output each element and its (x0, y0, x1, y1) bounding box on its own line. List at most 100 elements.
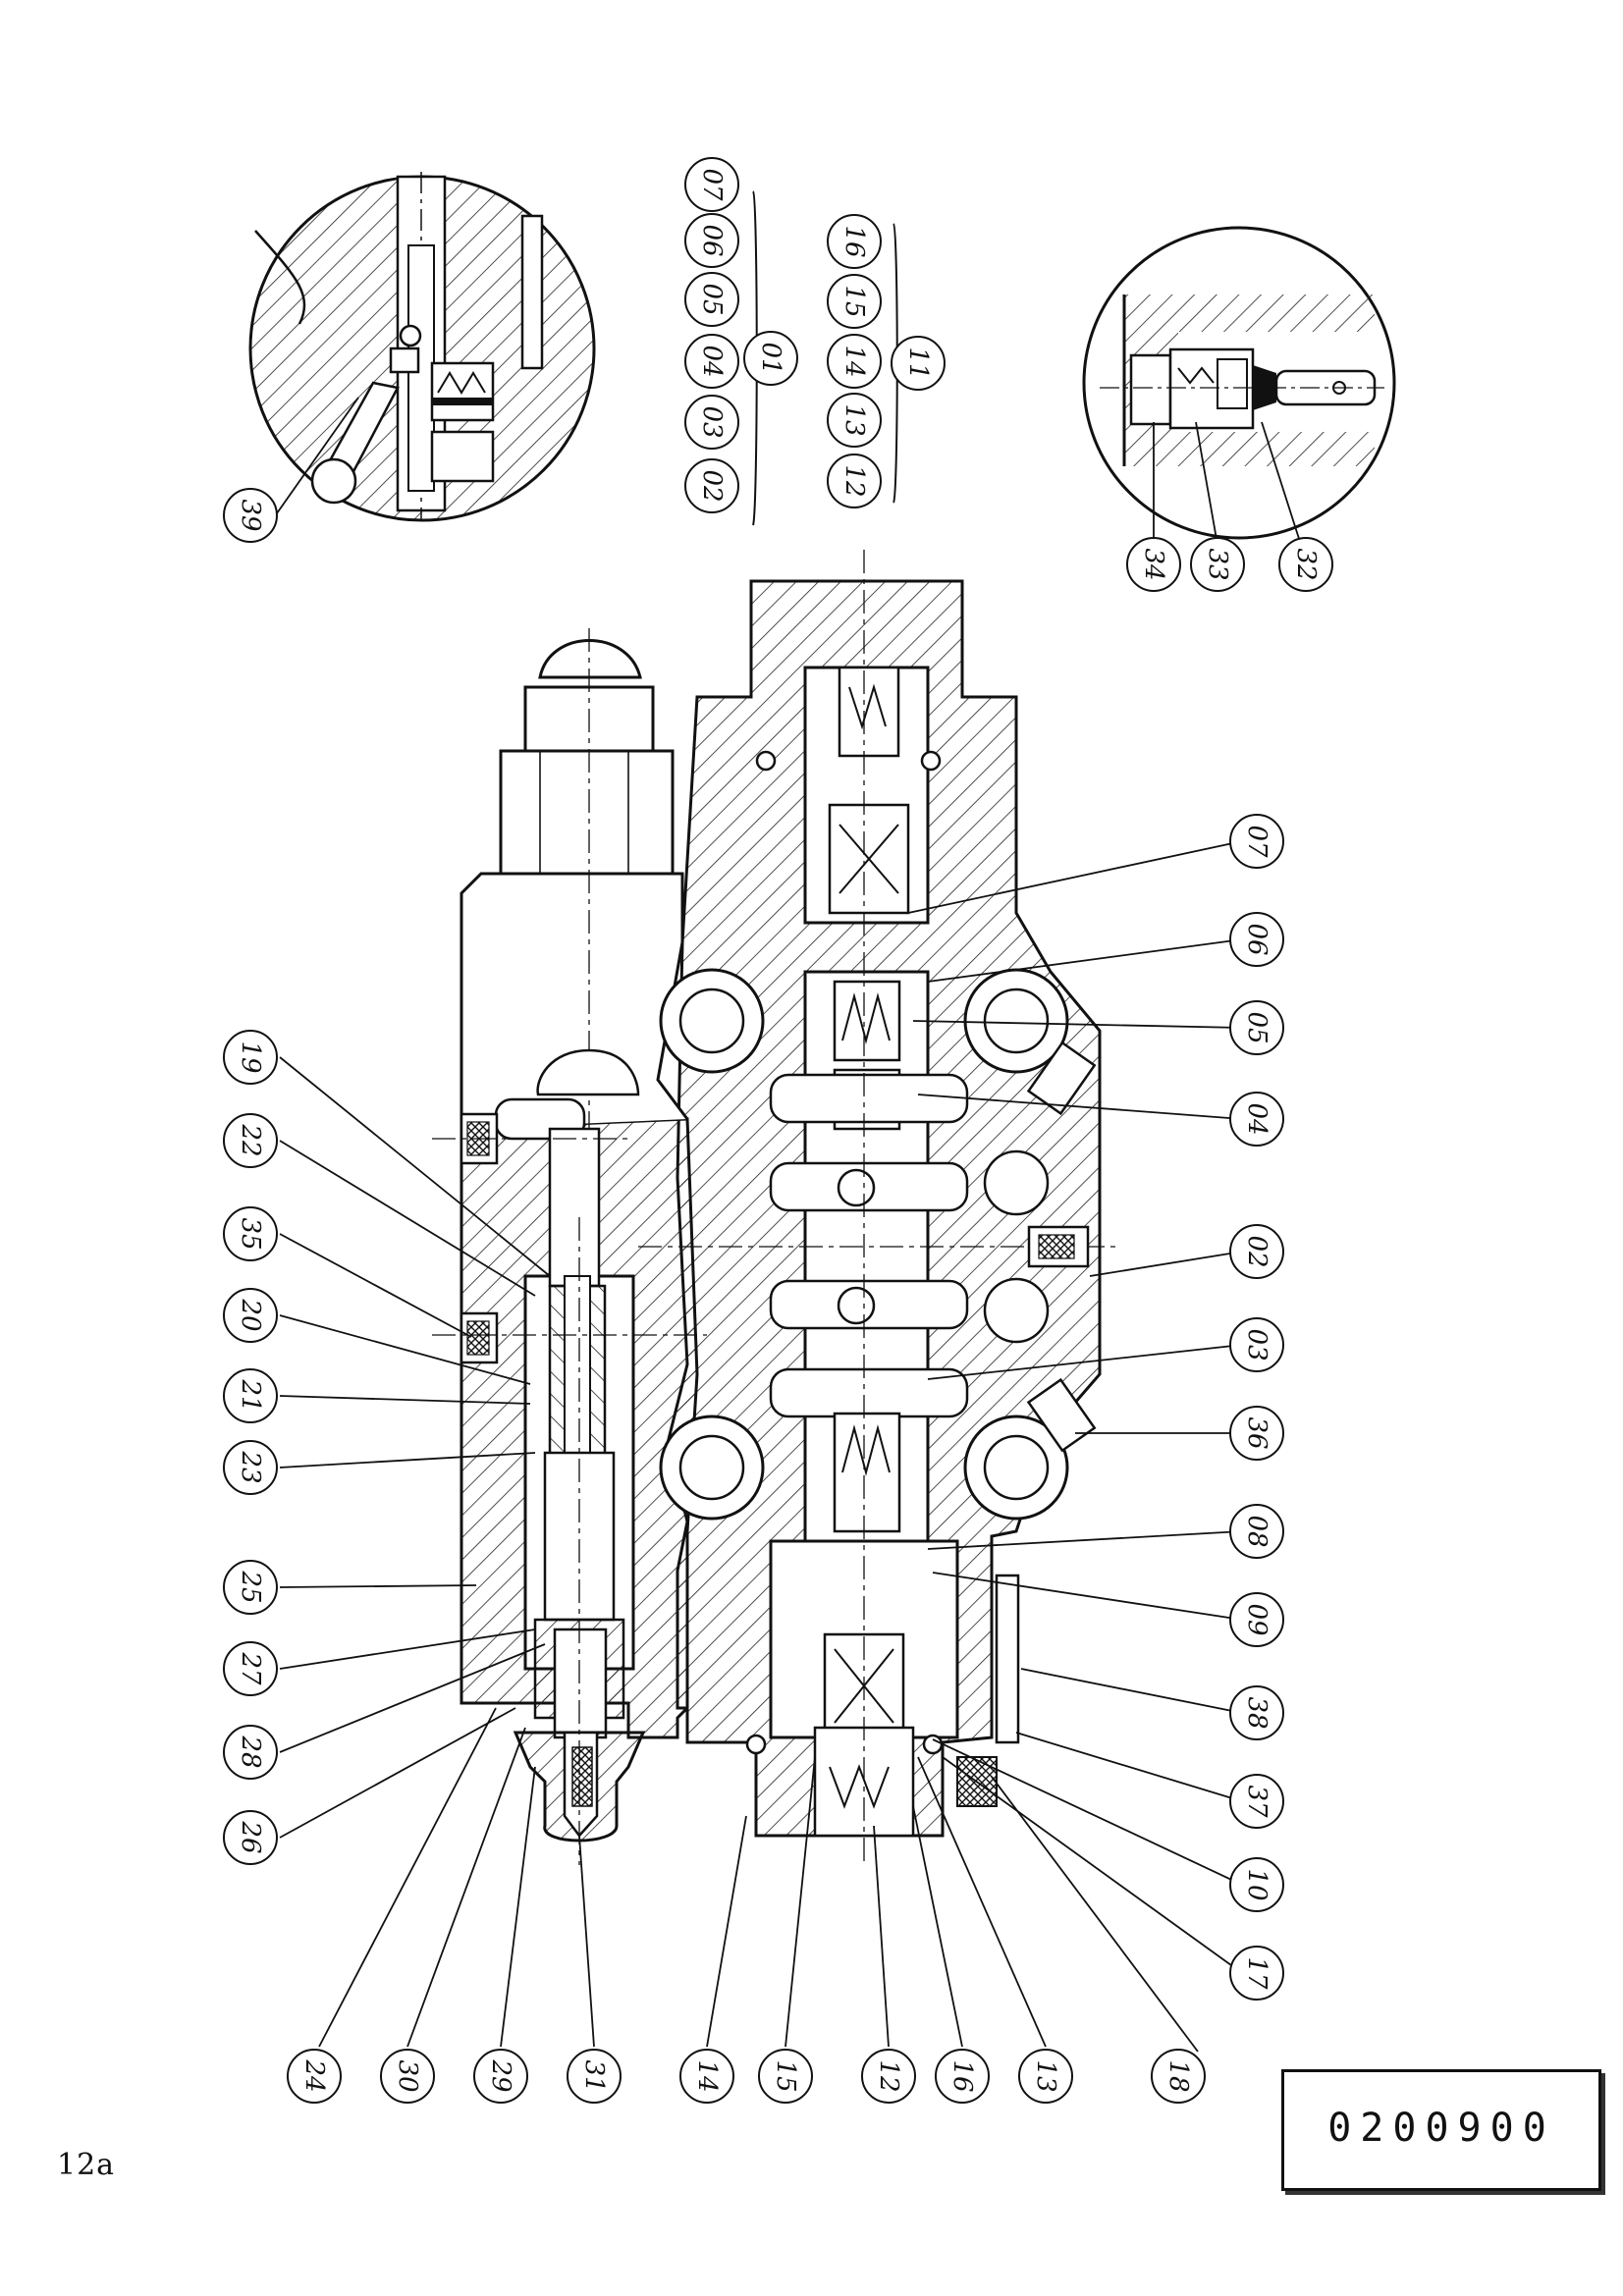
callout-r04: 04 (1229, 1092, 1284, 1147)
callout-r08: 08 (1229, 1504, 1284, 1559)
callout-circle (223, 1368, 278, 1423)
callout-l27: 27 (223, 1641, 278, 1696)
callout-label: 25 (236, 1570, 265, 1603)
leader-lines (279, 840, 1243, 2053)
callout-circle (1229, 1946, 1284, 2001)
callout-circle (743, 331, 798, 386)
callout-label: 20 (236, 1298, 265, 1331)
callout-label: 16 (947, 2059, 977, 2092)
callout-label: 30 (393, 2059, 422, 2092)
callout-label: 04 (697, 345, 727, 377)
callout-circle (223, 1810, 278, 1865)
callout-r02: 02 (1229, 1224, 1284, 1279)
callout-circle (1278, 537, 1333, 592)
callout-label: 12 (874, 2059, 903, 2092)
callout-circle (1229, 1592, 1284, 1647)
callout-circle (223, 1206, 278, 1261)
callout-label: 27 (236, 1651, 265, 1685)
callout-label: 06 (1242, 923, 1271, 955)
callout-label: 28 (236, 1735, 265, 1768)
callout-circle (1190, 537, 1245, 592)
callout-c39: 39 (223, 488, 278, 543)
callout-g02: 02 (684, 458, 739, 513)
callout-label: 37 (1242, 1785, 1271, 1818)
callout-label: 05 (1242, 1011, 1271, 1043)
callout-b16: 16 (935, 2049, 990, 2104)
callout-label: 02 (697, 469, 727, 502)
callout-l20: 20 (223, 1288, 278, 1343)
callout-circle (684, 157, 739, 212)
callout-circle (1151, 2049, 1206, 2104)
callout-circle (1018, 2049, 1073, 2104)
callout-label: 26 (236, 1820, 265, 1853)
callout-circle (567, 2049, 622, 2104)
callout-circle (758, 2049, 813, 2104)
callout-r03: 03 (1229, 1317, 1284, 1372)
callout-circle (679, 2049, 734, 2104)
callout-circle (1229, 1000, 1284, 1055)
callout-g16: 16 (827, 214, 882, 269)
callout-l22: 22 (223, 1113, 278, 1168)
callout-circle (827, 454, 882, 508)
callout-l19: 19 (223, 1030, 278, 1085)
callout-g12: 12 (827, 454, 882, 508)
callout-circle (223, 1560, 278, 1615)
callout-circle (1229, 1685, 1284, 1740)
detail-view-39 (248, 172, 596, 531)
callout-label: 34 (1139, 548, 1168, 580)
callout-label: 32 (1291, 548, 1321, 580)
callout-l28: 28 (223, 1725, 278, 1780)
callout-g03: 03 (684, 395, 739, 450)
callout-r18: 18 (1151, 2049, 1206, 2104)
callout-g11: 11 (891, 336, 946, 391)
callout-circle (223, 1641, 278, 1696)
callout-label: 13 (839, 403, 869, 436)
callout-circle (827, 334, 882, 389)
callout-g01: 01 (743, 331, 798, 386)
callout-circle (1229, 1092, 1284, 1147)
callout-circle (223, 1440, 278, 1495)
callout-label: 07 (697, 168, 727, 201)
callout-g15: 15 (827, 274, 882, 329)
drawing-number: 0200900 (1327, 2106, 1555, 2151)
callout-label: 15 (839, 285, 869, 317)
callout-circle (1126, 537, 1181, 592)
callout-label: 12 (839, 464, 869, 497)
callout-b24: 24 (287, 2049, 342, 2104)
callout-label: 09 (1242, 1603, 1271, 1635)
callout-label: 14 (692, 2059, 722, 2092)
callout-b15: 15 (758, 2049, 813, 2104)
callout-label: 18 (1163, 2059, 1193, 2092)
callout-circle (223, 1113, 278, 1168)
callout-r37: 37 (1229, 1774, 1284, 1829)
callout-circle (827, 393, 882, 448)
callout-r17: 17 (1229, 1946, 1284, 2001)
callout-circle (684, 395, 739, 450)
callout-circle (861, 2049, 916, 2104)
callout-label: 39 (236, 499, 265, 531)
callout-circle (1229, 1857, 1284, 1912)
callout-label: 35 (236, 1217, 265, 1250)
callout-label: 03 (697, 405, 727, 438)
callout-label: 01 (756, 342, 785, 374)
callout-circle (935, 2049, 990, 2104)
callout-c33: 33 (1190, 537, 1245, 592)
callout-b30: 30 (380, 2049, 435, 2104)
callout-label: 06 (697, 224, 727, 256)
callout-l21: 21 (223, 1368, 278, 1423)
callout-label: 29 (486, 2058, 515, 2092)
callout-circle (473, 2049, 528, 2104)
callout-b13: 13 (1018, 2049, 1073, 2104)
callout-balloons: 39 34 33 32 02 03 04 05 06 07 01 12 13 14 15 16 11 19 22 35… (223, 157, 1333, 2104)
callout-circle (684, 334, 739, 389)
callout-circle (1229, 814, 1284, 869)
callout-circle (1229, 1317, 1284, 1372)
callout-label: 21 (236, 1378, 265, 1412)
detail-view-32-34 (1082, 226, 1396, 546)
callout-label: 15 (771, 2059, 800, 2092)
callout-circle (1229, 912, 1284, 967)
callout-circle (1229, 1406, 1284, 1461)
callout-circle (827, 214, 882, 269)
callout-r38: 38 (1229, 1685, 1284, 1740)
callout-label: 24 (299, 2058, 329, 2092)
